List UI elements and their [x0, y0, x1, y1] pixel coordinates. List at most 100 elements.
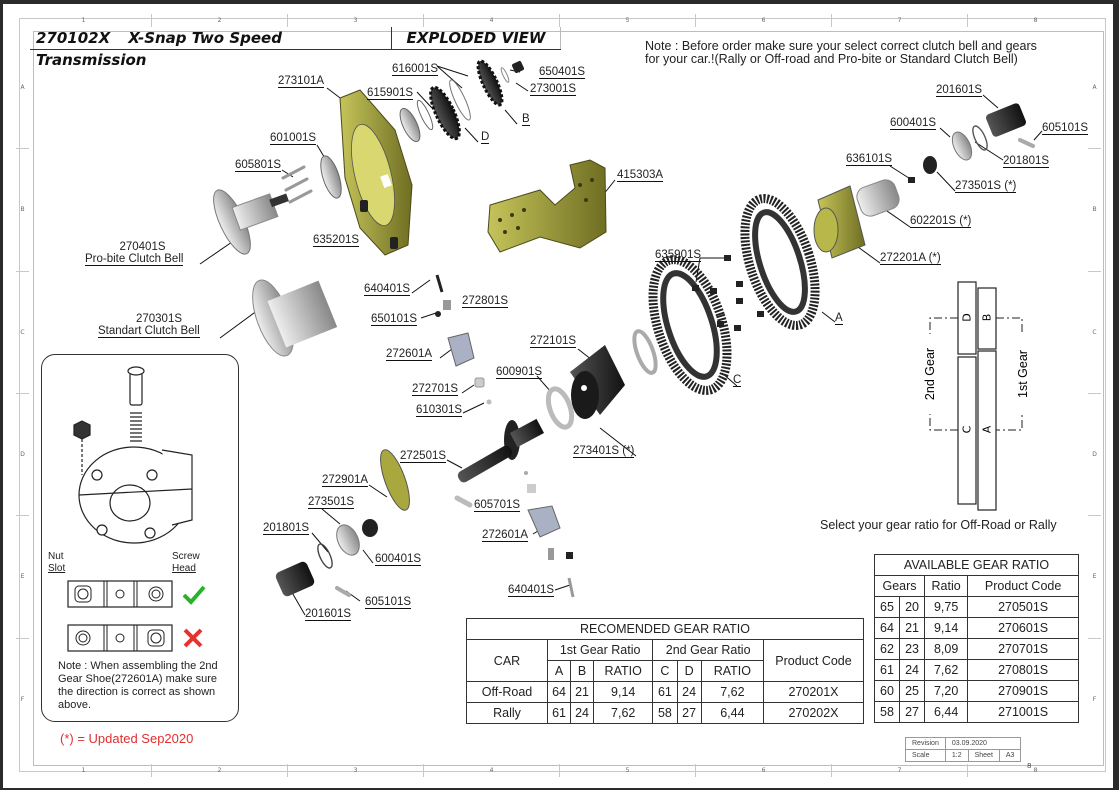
screws-635901S: [692, 255, 764, 331]
label-gear-d: D: [481, 131, 490, 144]
available-gear-ratio-table: AVAILABLE GEAR RATIO Gears Ratio Product…: [873, 554, 1079, 723]
zone-row: F: [1092, 695, 1097, 703]
cell: 9,75: [924, 596, 969, 618]
zone-row: E: [1088, 516, 1101, 639]
spring-272801S: [443, 300, 451, 310]
sheet-value: A3: [998, 749, 1022, 762]
zone-rows-left: A B C D E F: [16, 27, 29, 760]
zone-columns-top: 1 2 3 4 5 6 7 8: [16, 14, 1103, 27]
spur-gear-a: [740, 194, 820, 330]
cell: 20: [899, 596, 926, 618]
label-272801S: 272801S: [462, 295, 509, 308]
gear-shoe-illustration: [67, 366, 206, 652]
cell: 270901S: [967, 680, 1079, 702]
zone-col: 4: [424, 764, 560, 777]
pro-bite-clutch-bell-270401S: [213, 189, 289, 255]
cell: 65: [873, 596, 901, 618]
cell: 24: [899, 659, 926, 681]
label-605801S: 605801S: [235, 159, 282, 172]
sub-header: D: [676, 660, 702, 682]
output-cup-201601S-bot: [275, 561, 315, 597]
zone-col: 4: [424, 14, 560, 27]
nut-slot-label-line2: Slot: [48, 563, 66, 574]
order-note-line1: Note : Before order make sure your selec…: [645, 39, 1037, 53]
standard-clutch-bell-270301S: [252, 279, 338, 357]
clutch-hub-272101S: [570, 345, 625, 419]
nut-650101S: [435, 311, 441, 317]
screw-640401S-top: [435, 274, 444, 293]
bearing-602201S: [856, 179, 900, 217]
first-gear-label: 1st Gear: [1016, 334, 1030, 414]
bearing-601001S: [320, 155, 342, 199]
cell: 7,20: [924, 680, 969, 702]
label-415303A: 415303A: [617, 169, 664, 182]
cell: 270601S: [967, 617, 1079, 639]
disc-272901A: [380, 449, 410, 511]
cell: 25: [899, 680, 926, 702]
zone-columns-bottom: 1 2 3 4 5 6 7 8: [16, 764, 1103, 777]
nut-650401S: [512, 61, 524, 73]
column-header: Product Code: [967, 575, 1079, 597]
zone-row: D: [16, 394, 29, 517]
bushing-273501S: [362, 519, 378, 537]
label-635201S: 635201S: [313, 234, 360, 247]
cell: 7,62: [593, 702, 654, 724]
label-616001S: 616001S: [392, 63, 439, 76]
column-header: 1st Gear Ratio: [546, 639, 654, 661]
pins-605801S: [281, 165, 313, 204]
cell: 21: [899, 617, 926, 639]
scale-value: 1:2: [944, 749, 969, 762]
zone-col: 5: [560, 14, 696, 27]
label-273501S: 273501S: [308, 496, 355, 509]
cell: 64: [873, 617, 901, 639]
zone-row: B: [16, 149, 29, 272]
zone-row: F: [20, 695, 25, 703]
leader-lines: [199, 65, 1043, 616]
zone-rows-right: A B C D E F: [1088, 27, 1101, 760]
right-assembly: [813, 103, 1035, 259]
ball-610301S: [486, 399, 492, 405]
cell: 8,09: [924, 638, 969, 660]
cell: 61: [546, 702, 572, 724]
gearbox-housing-273101A: [339, 89, 413, 256]
inner-frame: [33, 31, 1104, 766]
spring-616001S: [449, 79, 471, 121]
updated-note: (*) = Updated Sep2020: [60, 731, 194, 746]
sub-header: RATIO: [593, 660, 654, 682]
label-270401S: 270401S: [119, 241, 166, 253]
gear-select-caption: Select your gear ratio for Off-Road or R…: [820, 518, 1057, 532]
incorrect-orientation: [67, 624, 173, 652]
column-header: Product Code: [763, 639, 864, 682]
zone-col: 6: [696, 764, 832, 777]
shoe-272601A-bot: [527, 505, 561, 538]
column-header: Ratio: [924, 575, 969, 597]
cell: 270501S: [967, 596, 1079, 618]
label-272901A: 272901A: [322, 474, 369, 487]
cell: 270701S: [967, 638, 1079, 660]
label-605101S-top: 605101S: [1042, 122, 1089, 135]
label-pro-bite-clutch-bell: Pro-bite Clutch Bell: [85, 253, 184, 266]
cell: 61: [873, 659, 901, 681]
label-272101S: 272101S: [530, 335, 577, 348]
label-615901S: 615901S: [367, 87, 414, 100]
label-600401S-top: 600401S: [890, 117, 937, 130]
label-650401S: 650401S: [539, 66, 586, 79]
zone-row: A: [1088, 27, 1101, 150]
zone-row: B: [1088, 149, 1101, 272]
gear-shoe-note: Note : When assembling the 2nd Gear Shoe…: [58, 660, 218, 711]
bushing-272701S: [474, 377, 485, 388]
cell: 64: [546, 681, 572, 703]
column-header: 2nd Gear Ratio: [652, 639, 764, 661]
cell: 7,62: [924, 659, 969, 681]
shim-ring: [632, 329, 658, 375]
label-201801S-top: 201801S: [1003, 155, 1050, 168]
zone-col: 1: [16, 14, 152, 27]
revision-label: Revision: [905, 737, 946, 750]
label-gear-c: C: [733, 374, 742, 387]
